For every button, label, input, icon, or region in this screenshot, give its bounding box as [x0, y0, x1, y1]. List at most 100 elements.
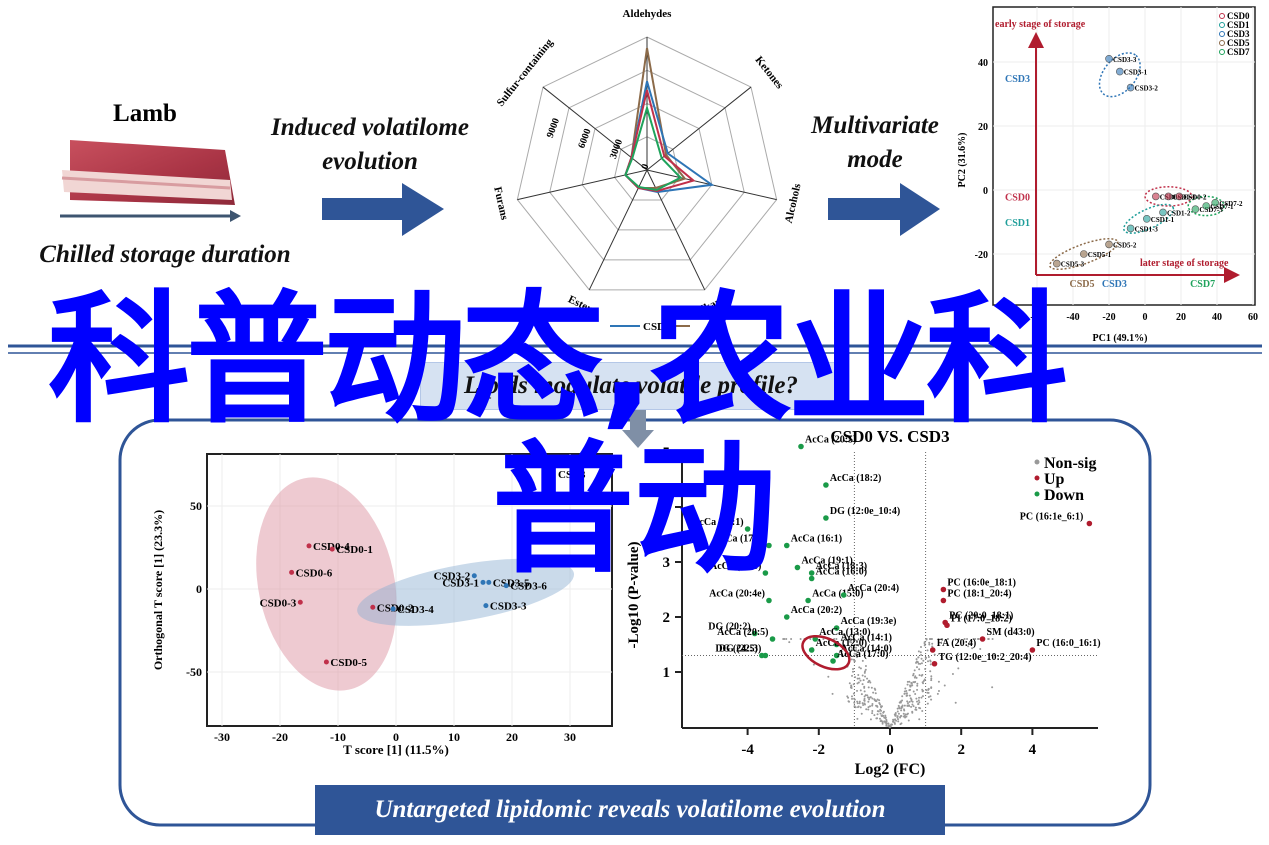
volcano-up-point: [1029, 647, 1036, 653]
pca-point-label: CSD3-3: [1113, 56, 1137, 64]
volcano-down-point: [783, 614, 790, 620]
volcano-nonsig-point: [882, 711, 885, 714]
volcano-point-label: AcCa (20:2): [791, 605, 842, 616]
pca-point-label: CSD1-1: [1151, 216, 1175, 224]
volcano-nonsig-point: [861, 683, 864, 686]
volcano-nonsig-point: [875, 704, 878, 707]
radar-axis: [517, 169, 648, 201]
pca-x-label: PC1 (49.1%): [1093, 333, 1148, 344]
volcano-nonsig-point: [921, 695, 924, 698]
volcano-nonsig-point: [855, 646, 858, 649]
radar-axis: [646, 86, 752, 171]
volcano-point-label: PC (16:0e_18:1): [947, 578, 1016, 589]
volcano-nonsig-point: [906, 712, 909, 715]
volcano-nonsig-point: [930, 638, 933, 640]
volcano-nonsig-point: [857, 643, 860, 646]
volcano-down-point: [823, 482, 829, 488]
volcano-nonsig-point: [856, 689, 859, 692]
volcano-down-point: [769, 636, 776, 642]
volcano-nonsig-point: [850, 641, 853, 644]
volcano-nonsig-point: [882, 714, 885, 717]
volcano-nonsig-point: [854, 706, 857, 709]
volcano-nonsig-point: [908, 694, 911, 697]
volcano-nonsig-point: [914, 675, 917, 678]
volcano-nonsig-point: [887, 725, 890, 728]
volcano-nonsig-point: [987, 638, 990, 640]
volcano-nonsig-point: [971, 647, 974, 650]
volcano-nonsig-point: [907, 719, 910, 722]
volcano-x-tick: -4: [741, 742, 754, 758]
opls-point: [323, 659, 329, 665]
radar-tick-label: 9000: [545, 117, 562, 140]
volcano-nonsig-point: [928, 641, 931, 644]
pca-y-label: PC2 (31.6%): [957, 133, 968, 188]
volcano-nonsig-point: [903, 708, 906, 711]
volcano-nonsig-point: [910, 699, 913, 702]
volcano-point-label: AcCa (17:0): [837, 649, 888, 660]
volcano-title: CSD0 VS. CSD3: [830, 427, 949, 446]
volcano-nonsig-point: [853, 659, 856, 662]
volcano-nonsig-point: [850, 695, 853, 698]
volcano-nonsig-point: [869, 705, 872, 708]
volcano-nonsig-point: [967, 645, 970, 648]
opls-point-label: CSD0-3: [260, 597, 297, 609]
volcano-legend-marker: [1034, 475, 1040, 481]
volcano-x-label: Log2 (FC): [855, 761, 926, 778]
volcano-nonsig-point: [822, 638, 825, 640]
volcano-nonsig-point: [974, 638, 977, 640]
volcano-nonsig-point: [911, 710, 914, 713]
volcano-nonsig-point: [856, 702, 859, 705]
volcano-nonsig-point: [850, 658, 853, 661]
pca-point-label: CSD0-2: [1183, 193, 1207, 201]
volcano-nonsig-point: [937, 638, 940, 640]
volcano-x-tick: 0: [886, 742, 894, 758]
volcano-nonsig-point: [901, 695, 904, 698]
volcano-nonsig-point: [893, 721, 896, 724]
volcano-nonsig-point: [861, 702, 864, 705]
volcano-nonsig-point: [857, 681, 860, 684]
volcano-x-tick: 4: [1029, 742, 1037, 758]
volcano-x-tick: -2: [813, 742, 826, 758]
volcano-nonsig-point: [852, 638, 855, 641]
volcano-nonsig-point: [927, 691, 930, 694]
pca-y-tick: -20: [975, 250, 988, 261]
pca-legend-marker: [1219, 40, 1225, 46]
pca-point: [1202, 202, 1210, 210]
pca-point-label: CSD7-2: [1219, 200, 1243, 208]
volcano-nonsig-point: [892, 720, 895, 723]
pca-x-tick: -40: [1066, 312, 1079, 323]
volcano-nonsig-point: [916, 684, 919, 687]
radar-axis-label: Ketones: [752, 54, 785, 92]
volcano-point-label: AcCa (14:0): [841, 644, 892, 655]
volcano-nonsig-point: [848, 682, 851, 685]
volcano-nonsig-point: [917, 656, 920, 659]
volcano-point-label: DG (24:5): [715, 644, 758, 655]
opls-x-tick: 0: [393, 730, 399, 744]
volcano-nonsig-point: [850, 687, 853, 690]
opls-x-tick: 30: [564, 730, 576, 744]
volcano-nonsig-point: [864, 664, 867, 667]
opls-point-label: CSD3-6: [510, 581, 547, 593]
opls-y-tick: -50: [186, 665, 202, 679]
opls-csd3-ellipse: [357, 558, 575, 626]
volcano-nonsig-point: [929, 695, 932, 698]
volcano-nonsig-point: [871, 697, 874, 700]
volcano-nonsig-point: [923, 644, 926, 647]
volcano-nonsig-point: [923, 678, 926, 681]
pca-group-label: CSD7: [1190, 279, 1215, 290]
opls-x-tick: -30: [214, 730, 230, 744]
volcano-nonsig-point: [860, 712, 863, 715]
volcano-nonsig-point: [946, 638, 949, 640]
pca-group-label: CSD5: [1069, 279, 1094, 290]
volcano-nonsig-point: [858, 666, 861, 669]
radar-tick-label: 0: [639, 163, 651, 171]
volcano-nonsig-point: [831, 692, 834, 695]
step2-line1: Multivariate: [811, 112, 939, 139]
volcano-nonsig-point: [878, 699, 881, 702]
volcano-nonsig-point: [874, 699, 877, 702]
volcano-nonsig-point: [858, 677, 861, 680]
opls-point: [306, 543, 312, 549]
volcano-nonsig-point: [909, 697, 912, 700]
pca-point-label: CSD1-2: [1167, 209, 1191, 217]
